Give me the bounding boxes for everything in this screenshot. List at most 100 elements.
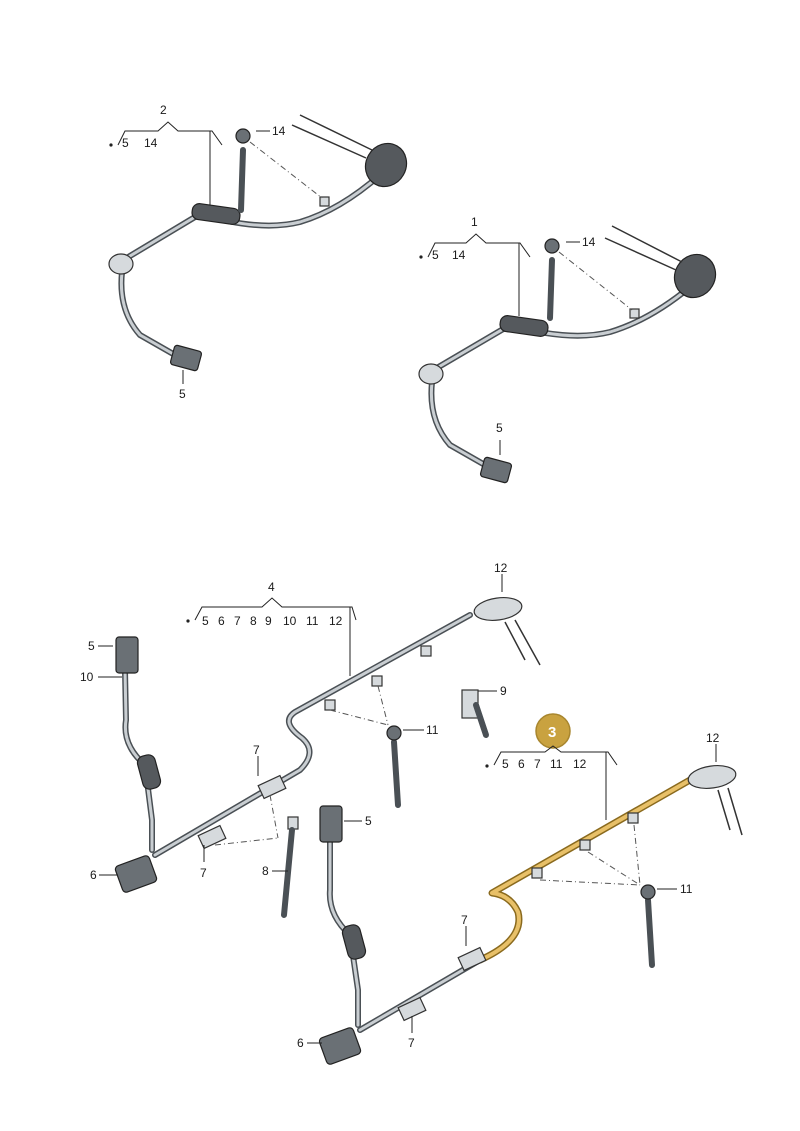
- label-7: 7: [461, 913, 468, 927]
- dash-line: [633, 824, 641, 886]
- label-6: 6: [90, 868, 97, 882]
- wire-ends: [604, 225, 683, 271]
- cable-a: [117, 172, 383, 265]
- clip: [579, 839, 591, 851]
- callout-number-4: 4: [268, 580, 275, 594]
- assembly-4: 4 5 6 7 8 9 10 11 12: [80, 561, 541, 918]
- holder-11: [640, 884, 656, 900]
- callout-part-14: 14: [452, 248, 466, 262]
- callout-dot-2: [109, 143, 113, 147]
- holder-11-stem: [391, 739, 401, 808]
- connector-6: [318, 1027, 362, 1065]
- cable-c-core: [153, 613, 472, 857]
- wheel-grommet: [673, 253, 717, 299]
- cable-b-lower-core: [429, 380, 487, 467]
- cable-d-highlight: [476, 776, 694, 964]
- sensor-mount: [108, 253, 134, 275]
- dash-line: [214, 837, 279, 846]
- label-5: 5: [496, 421, 503, 435]
- dash-line: [329, 709, 389, 726]
- label-5: 5: [88, 639, 95, 653]
- callout-part-14: 14: [144, 136, 158, 150]
- callout-part-5: 5: [122, 136, 129, 150]
- sensor-mount: [418, 363, 444, 385]
- dash-line: [377, 685, 389, 726]
- callout-part-6: 6: [518, 757, 525, 771]
- connector-5: [169, 344, 203, 372]
- callout-part-10: 10: [283, 614, 297, 628]
- dash-line: [587, 851, 641, 886]
- cable-a-core: [118, 173, 382, 264]
- cable-d-gray-core: [358, 958, 482, 1032]
- sensor-ring-12: [473, 597, 523, 621]
- callout-part-5: 5: [432, 248, 439, 262]
- bracket-7: [397, 996, 427, 1022]
- part-8: [281, 827, 295, 918]
- cable-a-lower-core: [119, 270, 177, 357]
- cable-a-lower: [118, 269, 178, 358]
- label-12: 12: [706, 731, 720, 745]
- label-14: 14: [272, 124, 286, 138]
- bracket-7: [197, 824, 227, 850]
- holder-11-stem: [645, 897, 655, 968]
- clip: [371, 675, 383, 687]
- label-11: 11: [680, 882, 693, 896]
- connector-5: [319, 805, 343, 843]
- callout-bracket-3: [493, 745, 618, 766]
- connector-6: [114, 855, 158, 893]
- callout-part-12: 12: [329, 614, 343, 628]
- clip: [324, 699, 336, 711]
- cable-b: [427, 284, 693, 375]
- holder-14: [544, 238, 560, 254]
- clip: [531, 867, 543, 879]
- highlight-badge: [535, 713, 571, 749]
- callout-bracket-4: [194, 597, 357, 621]
- assembly-2: 2 5 14 14 5: [108, 103, 408, 401]
- connector-5: [479, 456, 513, 484]
- callout-dot-4: [186, 619, 190, 623]
- sensor-ring-12: [687, 765, 737, 789]
- assembly-3: 3 5 6 7 11 12 12 5: [297, 713, 743, 1065]
- callout-part-12: 12: [573, 757, 587, 771]
- dash-line: [558, 251, 633, 311]
- label-7: 7: [253, 743, 260, 757]
- holder-11: [386, 725, 402, 741]
- holder-14: [235, 128, 251, 144]
- cable-d-highlight-core: [478, 778, 692, 962]
- cable-sleeve: [499, 315, 549, 337]
- callout-number-2: 2: [160, 103, 167, 117]
- clip: [319, 196, 330, 207]
- cable-sleeve: [191, 203, 241, 225]
- label-14: 14: [582, 235, 596, 249]
- part-9-stem: [473, 702, 489, 738]
- callout-part-11: 11: [550, 757, 563, 771]
- wheel-grommet: [364, 142, 408, 188]
- wire-ends: [504, 619, 541, 666]
- holder-14-stem: [547, 257, 555, 321]
- cable-sleeve: [136, 754, 162, 790]
- label-5: 5: [179, 387, 186, 401]
- label-7: 7: [408, 1036, 415, 1050]
- callout-part-9: 9: [265, 614, 272, 628]
- connector-5: [115, 636, 139, 674]
- callout-part-8: 8: [250, 614, 257, 628]
- label-5: 5: [365, 814, 372, 828]
- clip: [629, 308, 640, 319]
- dash-line: [539, 879, 641, 886]
- callout-part-5: 5: [502, 757, 509, 771]
- label-12: 12: [494, 561, 508, 575]
- cable-b-core: [428, 285, 692, 374]
- callout-dot-1: [419, 255, 423, 259]
- callout-part-7: 7: [534, 757, 541, 771]
- callout-number-1: 1: [471, 215, 478, 229]
- label-6: 6: [297, 1036, 304, 1050]
- holder-14-stem: [238, 147, 246, 213]
- callout-number-3: 3: [548, 724, 556, 741]
- label-7: 7: [200, 866, 207, 880]
- bracket-7: [457, 946, 487, 972]
- cable-b-lower: [428, 379, 488, 468]
- label-10: 10: [80, 670, 94, 684]
- label-11: 11: [426, 723, 439, 737]
